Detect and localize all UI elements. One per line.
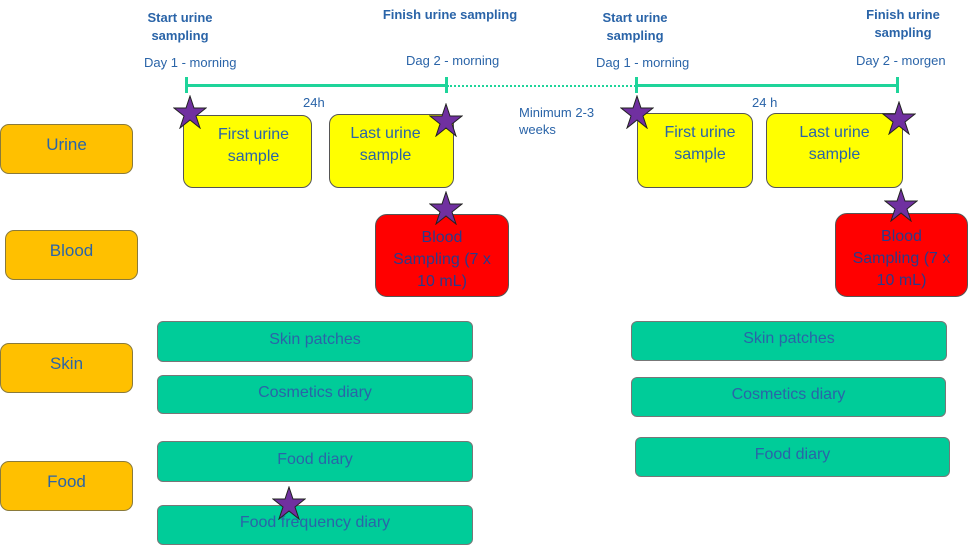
right-skin-patches: Skin patches	[631, 321, 947, 361]
star-icon	[884, 188, 918, 222]
right-timeline-end-tick	[896, 77, 899, 93]
left-cosmetics-diary: Cosmetics diary	[157, 375, 473, 414]
category-food: Food	[0, 461, 133, 511]
right-first-urine-sample: First urine sample	[637, 113, 753, 188]
left-start-time: Day 1 - morning	[144, 55, 237, 70]
right-start-time: Dag 1 - morning	[596, 55, 690, 70]
left-finish-time: Dag 2 - morning	[406, 53, 500, 68]
left-start-heading: Start urine sampling	[147, 10, 213, 43]
left-timeline-line	[186, 84, 447, 87]
right-finish-time: Day 2 - morgen	[856, 53, 946, 68]
left-last-urine-sample: Last urine sample	[329, 114, 454, 188]
category-urine: Urine	[0, 124, 133, 174]
right-finish-heading: Finish urine sampling	[866, 7, 940, 40]
star-icon	[620, 95, 654, 129]
left-food-diary: Food diary	[157, 441, 473, 482]
gap-dotted-line	[447, 85, 636, 87]
star-icon	[429, 103, 463, 137]
gap-label: Minimum 2-3 weeks	[519, 105, 595, 137]
left-skin-patches: Skin patches	[157, 321, 473, 362]
star-icon	[272, 486, 306, 520]
left-food-frequency-diary: Food frequency diary	[157, 505, 473, 545]
left-blood-sampling: Blood Sampling (7 x 10 mL)	[375, 214, 509, 297]
right-timeline-start-tick	[635, 77, 638, 93]
category-skin: Skin	[0, 343, 133, 393]
star-icon	[882, 101, 916, 135]
left-timeline-end-tick	[445, 77, 448, 93]
left-first-urine-sample: First urine sample	[183, 115, 312, 188]
right-food-diary: Food diary	[635, 437, 950, 477]
right-duration: 24 h	[752, 95, 778, 110]
right-timeline-line	[636, 84, 898, 87]
star-icon	[429, 191, 463, 225]
category-blood: Blood	[5, 230, 138, 280]
right-start-heading: Start urine sampling	[602, 10, 668, 43]
left-timeline-start-tick	[185, 77, 188, 93]
left-duration: 24h	[303, 95, 325, 110]
right-last-urine-sample: Last urine sample	[766, 113, 903, 188]
right-blood-sampling: Blood Sampling (7 x 10 mL)	[835, 213, 968, 297]
left-finish-heading: Finish urine sampling	[382, 7, 518, 22]
star-icon	[173, 95, 207, 129]
right-cosmetics-diary: Cosmetics diary	[631, 377, 946, 417]
